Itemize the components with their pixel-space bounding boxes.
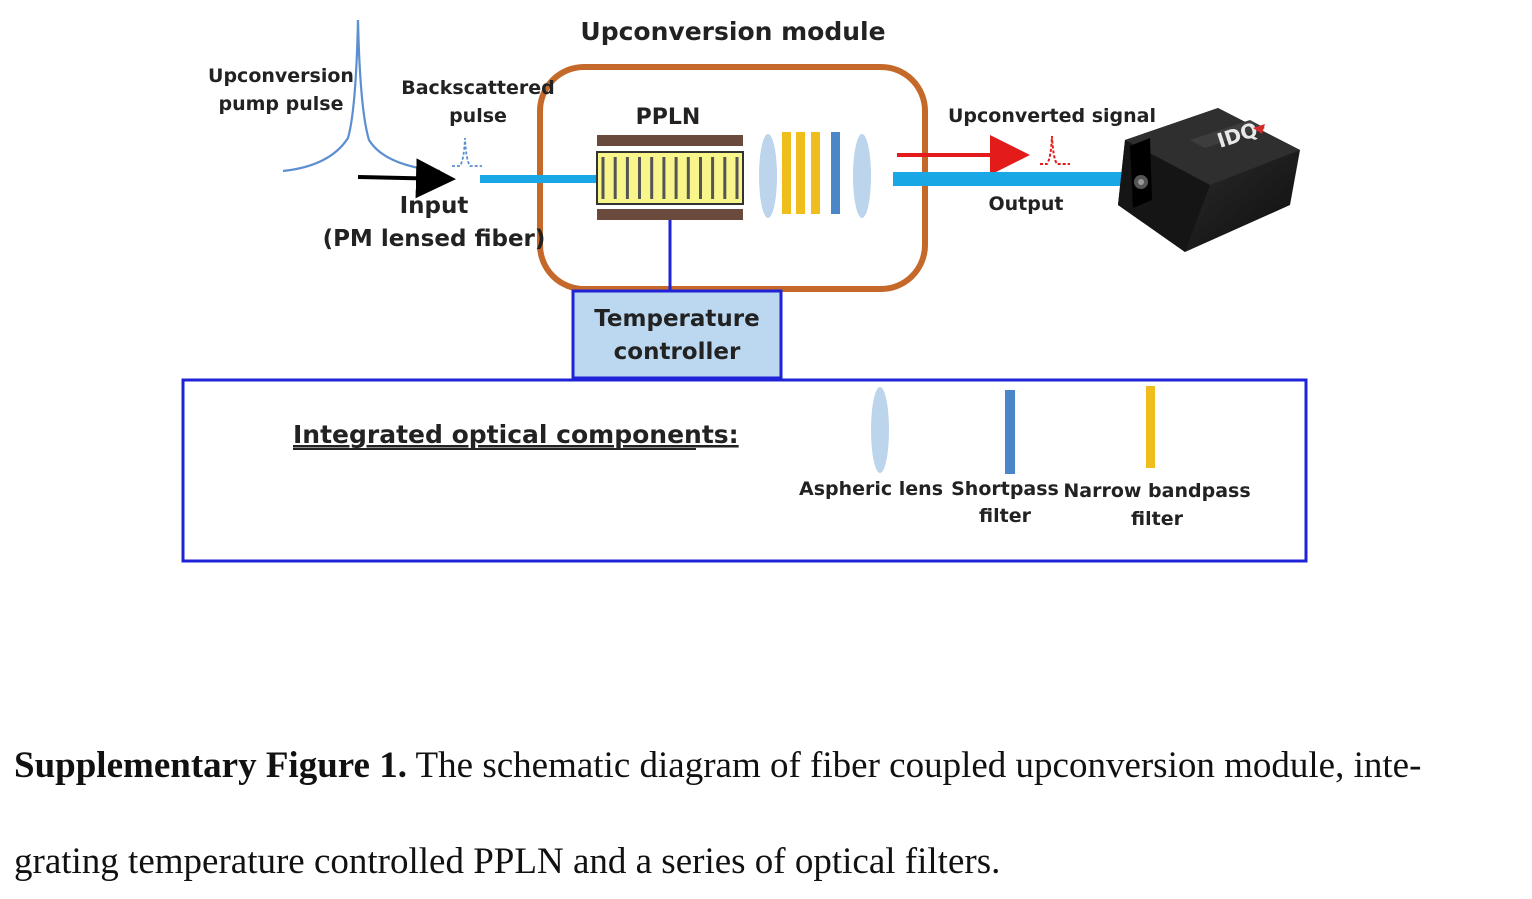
ppln-period-bar [625,157,629,199]
pump-pulse-curve [282,19,441,173]
shortpass-filter [831,132,840,214]
ppln-housing-top [597,135,743,146]
legend-bandpass-icon [1146,386,1155,468]
input-arrow [357,158,456,199]
legend-aspheric-lens-icon [871,387,889,473]
backscattered-label-1: Backscattered [401,77,555,99]
ppln-poling-periods [601,157,739,199]
ppln-period-bar [674,157,678,199]
figure-caption-line-2: grating temperature controlled PPLN and … [14,840,1524,883]
legend-bandpass-label-1: Narrow bandpass [1063,480,1250,502]
figure-caption-label: Supplementary Figure 1. [14,745,407,786]
pump-pulse-label-1: Upconversion [208,65,354,87]
bandpass-filter-3 [811,132,820,214]
components-legend-box [181,378,1308,563]
aspheric-lens-1 [759,134,777,218]
ppln-period-bar [662,157,666,199]
figure-caption-text-2: grating temperature controlled PPLN and … [14,841,1001,882]
controller-label-2: controller [614,339,741,365]
ppln-period-bar [601,157,605,199]
ppln-period-bar [613,157,617,199]
backscattered-label-2: pulse [449,105,507,127]
legend-shortpass-label-1: Shortpass [951,478,1059,500]
components-legend-title: Integrated optical components: [293,420,739,449]
ppln-housing-bottom [597,209,743,220]
figure-caption-text-1: The schematic diagram of fiber coupled u… [406,745,1422,786]
legend-shortpass-icon [1005,390,1015,474]
figure-caption-line-1: Supplementary Figure 1. The schematic di… [14,744,1524,787]
ppln-crystal [596,151,744,205]
module-title: Upconversion module [580,17,885,46]
bandpass-filter-1 [782,132,791,214]
aspheric-lens-2 [853,134,871,218]
ppln-period-bar [686,157,690,199]
output-label: Output [989,193,1064,215]
legend-aspheric-lens-label: Aspheric lens [799,478,943,500]
ppln-period-bar [650,157,654,199]
input-label-2: (PM lensed fiber) [323,226,546,252]
ppln-period-bar [638,157,641,199]
input-label-1: Input [400,193,469,219]
backscattered-pulse-icon [452,137,482,167]
legend-shortpass-label-2: filter [979,505,1032,527]
upconverted-pulse-icon [1040,135,1070,165]
ppln-period-bar [735,157,739,199]
diagram: Upconversion module Upconversion pump pu… [181,17,1308,563]
ppln-period-bar [723,157,727,199]
upconverted-signal-label: Upconverted signal [948,105,1156,127]
ppln-period-bar [699,157,702,199]
bandpass-filter-2 [796,132,805,214]
ppln-label: PPLN [636,105,701,130]
pump-pulse-label-2: pump pulse [219,93,344,115]
controller-label-1: Temperature [594,306,759,332]
legend-bandpass-label-2: filter [1131,508,1184,530]
temperature-controller-box [571,289,783,380]
ppln-period-bar [711,157,715,199]
detector-device: IDQ [1118,108,1300,252]
